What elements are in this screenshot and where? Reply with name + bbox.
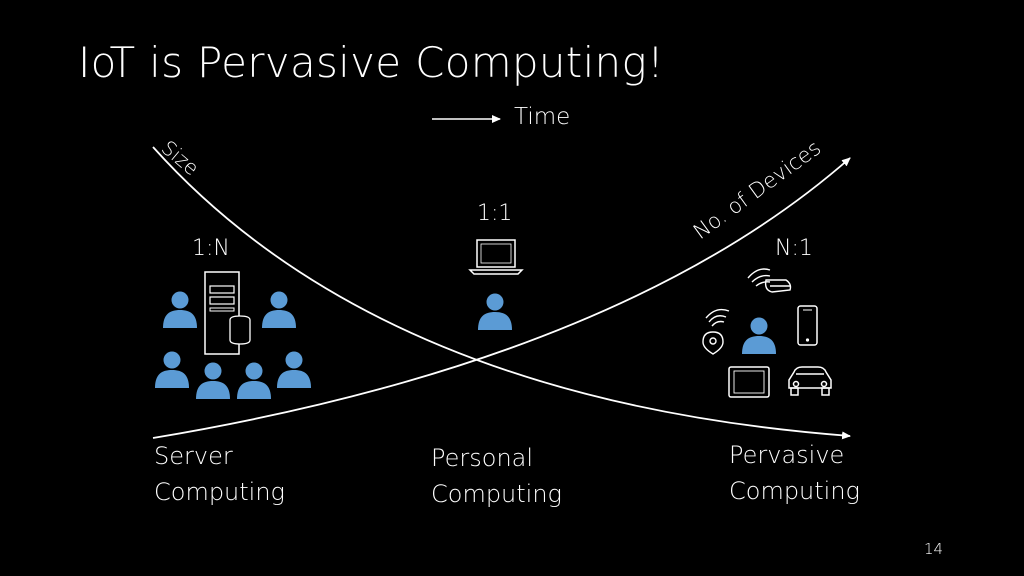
location-pin-icon [702,308,730,355]
person-icon [262,291,296,328]
person-icon [742,317,776,354]
era-pervasive-computing: Pervasive Computing [729,437,860,509]
person-icon [237,362,271,399]
person-icon [163,291,197,328]
pervasive-cluster [702,268,832,398]
size-label: Size [157,135,204,180]
person-icon [277,351,311,388]
car-icon [788,366,832,396]
ratio-server: 1:N [192,236,230,261]
laptop-icon [468,239,524,275]
era-line: Computing [431,480,562,508]
ratio-pervasive: N:1 [775,236,813,261]
slide-title: IoT is Pervasive Computing! [78,38,665,87]
person-icon [155,351,189,388]
era-server-computing: Server Computing [154,438,285,510]
ratio-personal: 1:1 [477,201,513,226]
time-label: Time [514,104,571,130]
smartphone-icon [797,305,818,346]
era-line: Server [154,442,233,470]
era-line: Pervasive [729,441,845,469]
wifi-hand-icon [747,268,792,293]
size-curve [152,146,851,440]
personal-cluster [468,239,524,330]
tablet-icon [728,366,770,398]
person-icon [478,293,512,330]
page-number: 14 [924,540,944,558]
era-personal-computing: Personal Computing [431,440,562,512]
era-line: Computing [154,478,285,506]
devices-curve [152,157,851,439]
server-tower-icon [204,271,251,355]
era-line: Personal [431,444,534,472]
era-line: Computing [729,477,860,505]
server-cluster [155,271,311,399]
person-icon [196,362,230,399]
